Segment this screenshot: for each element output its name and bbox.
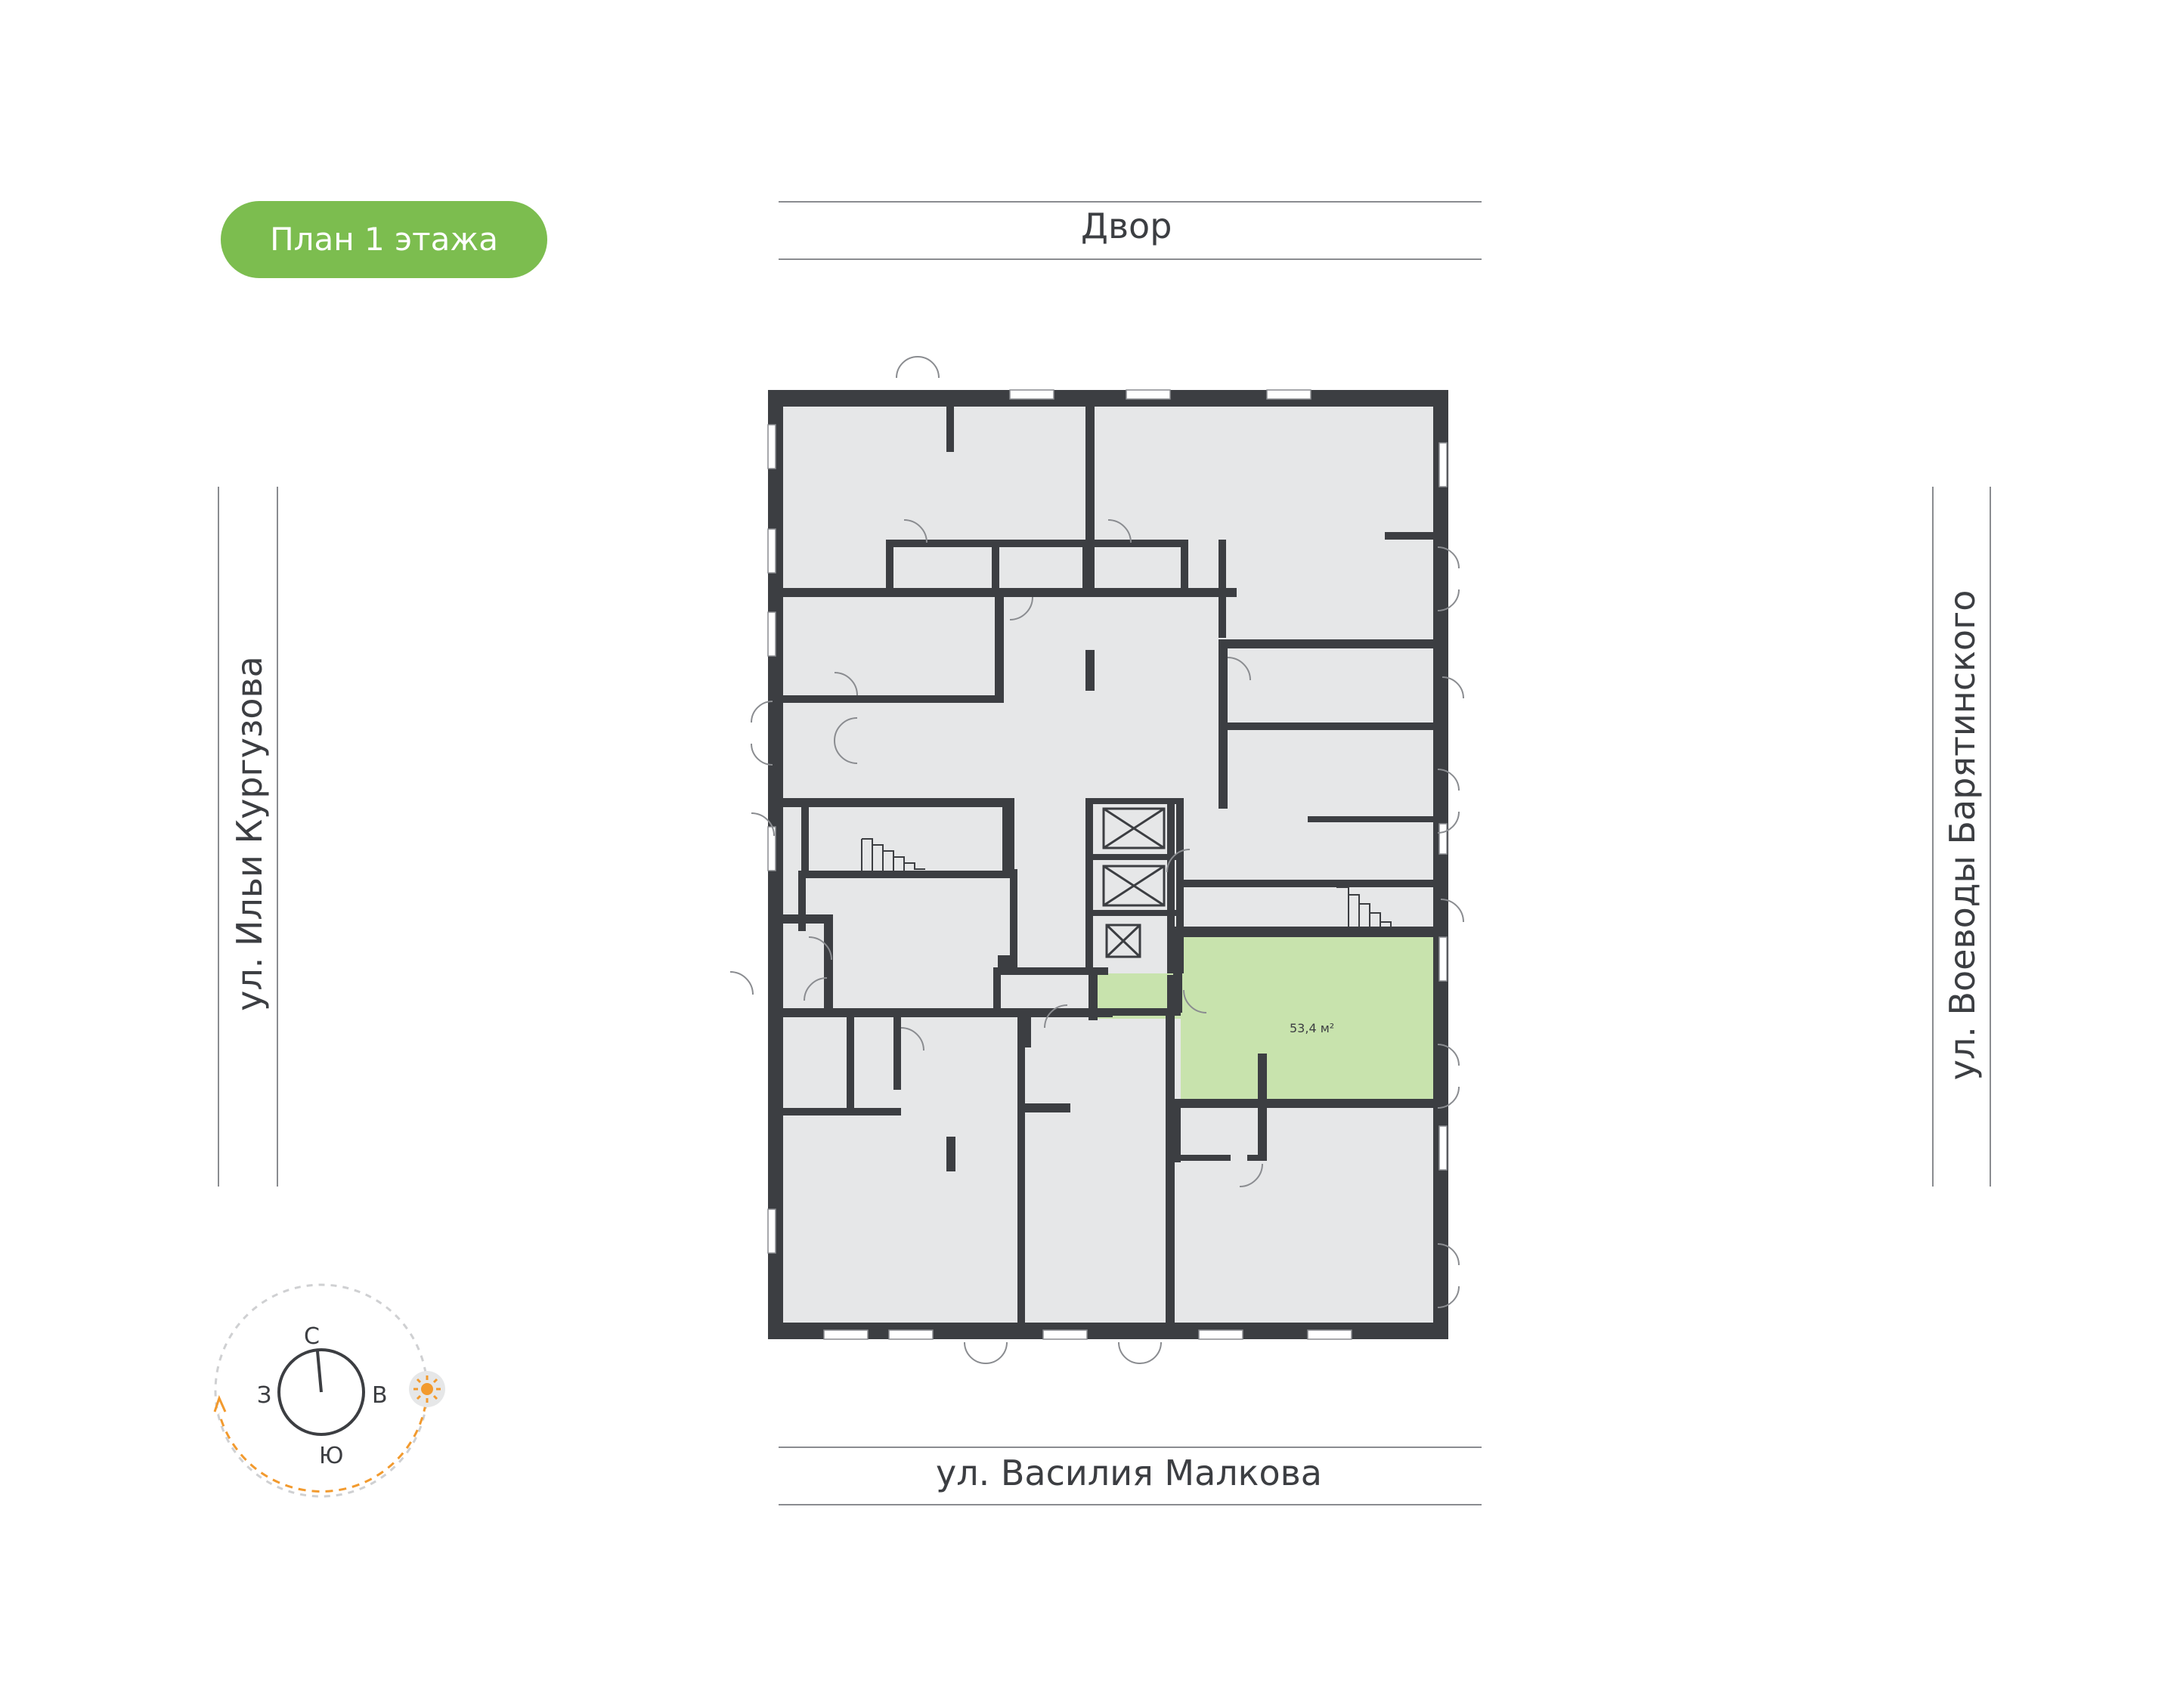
street-right-line-outer xyxy=(1990,487,1991,1187)
street-bottom-line-lower xyxy=(779,1504,1482,1505)
street-bottom-label: ул. Василия Малкова xyxy=(936,1453,1322,1493)
sun-path-arc xyxy=(218,1390,429,1493)
street-bottom-line-upper xyxy=(779,1447,1482,1448)
doors xyxy=(729,356,1464,1364)
compass-north: С xyxy=(304,1323,320,1350)
apartment-area-label: 53,4 м² xyxy=(1290,1021,1334,1035)
street-top-line-lower xyxy=(779,258,1482,260)
street-top-label: Двор xyxy=(1081,206,1172,246)
compass-west: З xyxy=(257,1382,271,1409)
sun-path-arrow-icon xyxy=(213,1394,227,1413)
windows xyxy=(767,389,1448,1340)
sun-icon xyxy=(409,1371,445,1407)
compass-south: Ю xyxy=(319,1443,343,1469)
compass: С Ю З В xyxy=(213,1283,445,1498)
street-top-line-upper xyxy=(779,201,1482,203)
compass-east: В xyxy=(372,1382,388,1409)
building-floor xyxy=(768,390,1447,1338)
compass-needle xyxy=(316,1351,323,1393)
street-right-line-inner xyxy=(1932,487,1934,1187)
stairs xyxy=(861,838,1392,933)
street-left-line-outer xyxy=(218,487,219,1187)
street-left-line-inner xyxy=(277,487,278,1187)
floor-plan-badge: План 1 этажа xyxy=(221,201,547,278)
elevator-shafts xyxy=(1102,807,1166,958)
